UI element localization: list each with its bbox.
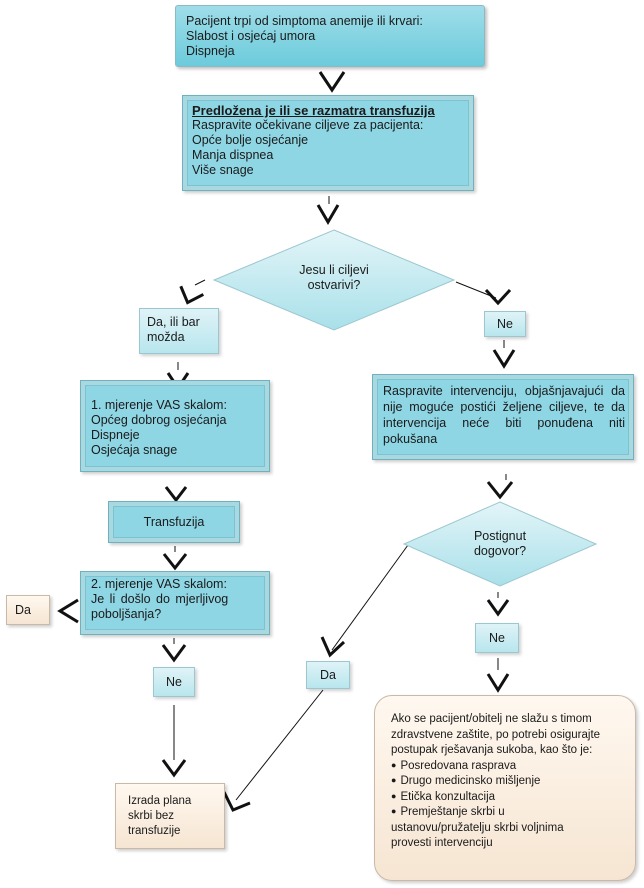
plan-line: skrbi bez	[128, 810, 175, 822]
goals-decision-line: ostvarivi?	[307, 278, 361, 292]
chevron-arrow-icon	[161, 644, 187, 663]
chevron-arrow-icon	[484, 288, 512, 306]
vas-second-line: Je li došlo do mjerljivog	[91, 592, 229, 606]
transfusion-proposed-title: Predložena je ili se razmatra transfuzij…	[192, 103, 435, 118]
goals-decision-label: Jesu li ciljevi ostvarivi?	[272, 263, 396, 293]
vas-second-line: 2. mjerenje VAS skalom:	[91, 577, 227, 591]
symptoms-line: Dispneja	[186, 44, 235, 58]
no-box-2: Ne	[153, 667, 195, 697]
goals-decision-diamond	[212, 229, 456, 331]
list-item: Drugo medicinsko mišljenje	[391, 774, 617, 790]
chevron-arrow-icon	[179, 285, 205, 305]
vas-first-line: Općeg dobrog osjećanja	[91, 413, 227, 427]
yes-label: Da	[15, 603, 31, 617]
transfusion-proposed-box: Predložena je ili se razmatra transfuzij…	[182, 95, 474, 191]
yes-box-left: Da	[6, 595, 50, 625]
chevron-arrow-icon	[164, 486, 188, 503]
list-item: Etička konzultacija	[391, 790, 617, 806]
conflict-resolution-box: Ako se pacijent/obitelj ne slažu s timom…	[374, 695, 636, 881]
symptoms-line: Pacijent trpi od simptoma anemije ili kr…	[186, 14, 423, 28]
vas-second-line: poboljšanja?	[91, 607, 162, 621]
yes-box-mid: Da	[306, 661, 350, 689]
chevron-arrow-icon	[486, 481, 514, 500]
no-label: Ne	[497, 317, 513, 331]
chevron-arrow-icon	[57, 598, 79, 624]
symptoms-box: Pacijent trpi od simptoma anemije ili kr…	[175, 5, 485, 67]
transfusion-box: Transfuzija	[108, 501, 240, 543]
agreement-decision-line: Postignut	[473, 529, 527, 543]
list-item: Premještanje skrbi u ustanovu/pružatelju…	[391, 805, 591, 852]
plan-line: transfuzije	[128, 825, 181, 837]
conflict-options-list: Posredovana rasprava Drugo medicinsko mi…	[391, 759, 617, 852]
vas-first-box: 1. mjerenje VAS skalom: Općeg dobrog osj…	[80, 380, 270, 472]
vas-first-line: Osjećaja snage	[91, 443, 178, 457]
yes-maybe-line: možda	[147, 330, 185, 344]
discuss-intervention-box: Raspravite intervenciju, objašnjavajući …	[372, 374, 634, 460]
transfusion-proposed-line: Manja dispnea	[192, 148, 274, 162]
yes-maybe-box: Da, ili bar možda	[139, 308, 219, 354]
chevron-arrow-icon	[162, 553, 188, 571]
no-label: Ne	[166, 675, 182, 689]
no-label: Ne	[489, 631, 505, 645]
chevron-arrow-icon	[492, 349, 516, 369]
chevron-arrow-icon	[316, 204, 340, 225]
agreement-decision-diamond	[402, 501, 598, 587]
vas-first-line: Dispneje	[91, 428, 140, 442]
vas-first-line: 1. mjerenje VAS skalom:	[91, 398, 227, 412]
agreement-decision-label: Postignut dogovor?	[460, 529, 540, 559]
transfusion-proposed-line: Više snage	[192, 163, 254, 177]
transfusion-label: Transfuzija	[143, 515, 205, 529]
transfusion-proposed-line: Opće bolje osjećanje	[192, 133, 309, 147]
chevron-arrow-icon	[486, 673, 510, 693]
list-item: Posredovana rasprava	[391, 759, 617, 775]
plan-line: Izrada plana	[128, 795, 192, 807]
transfusion-proposed-line: Raspravite očekivane ciljeve za pacijent…	[192, 118, 424, 132]
plan-box: Izrada plana skrbi bez transfuzije	[115, 783, 225, 849]
chevron-arrow-icon	[486, 599, 510, 617]
yes-label: Da	[320, 668, 336, 682]
no-box-1: Ne	[484, 311, 526, 337]
no-box-3: Ne	[475, 623, 519, 653]
yes-maybe-line: Da, ili bar	[147, 315, 200, 329]
symptoms-line: Slabost i osjećaj umora	[186, 29, 316, 43]
vas-second-box: 2. mjerenje VAS skalom: Je li došlo do m…	[80, 571, 270, 635]
discuss-intervention-text: Raspravite intervenciju, objašnjavajući …	[383, 384, 625, 446]
chevron-arrow-icon	[161, 759, 187, 778]
agreement-decision-line: dogovor?	[473, 544, 527, 558]
goals-decision-line: Jesu li ciljevi	[299, 263, 369, 277]
chevron-arrow-icon	[320, 636, 346, 658]
chevron-arrow-icon	[222, 791, 251, 812]
conflict-intro: Ako se pacijent/obitelj ne slažu s timom…	[391, 713, 601, 756]
chevron-arrow-icon	[318, 71, 346, 93]
